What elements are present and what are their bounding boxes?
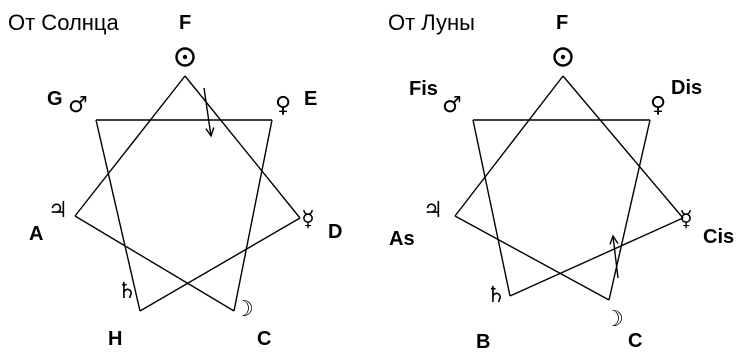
jupiter-icon: ♃	[48, 198, 68, 223]
star-line	[184, 75, 301, 219]
mars-icon: ♂	[68, 93, 88, 118]
star-line	[509, 217, 684, 297]
venus-icon: ♀	[650, 93, 666, 118]
star-line	[139, 217, 301, 312]
note-label-venus: E	[304, 88, 317, 110]
note-label-jupiter: As	[389, 228, 415, 250]
moon-icon: ☽	[604, 307, 624, 332]
star-line	[74, 75, 186, 217]
direction-arrow	[203, 87, 215, 138]
note-label-saturn: B	[476, 331, 490, 353]
diagram-moon: От Луны F ♀Dis ☿ Cis ☽C ♄ B ♃ As ♂Fis	[388, 10, 734, 353]
star-line	[472, 119, 511, 297]
note-label-jupiter: A	[29, 223, 43, 245]
star-line	[562, 75, 684, 219]
star-line	[233, 119, 273, 312]
mercury-icon: ☿	[301, 207, 315, 232]
jupiter-icon: ♃	[423, 198, 443, 223]
sun-icon	[553, 47, 573, 67]
note-label-moon: C	[628, 330, 642, 352]
diagram-title: От Луны	[388, 10, 475, 35]
venus-icon: ♀	[275, 93, 291, 118]
direction-arrow	[609, 234, 619, 279]
note-label-mercury: Cis	[703, 226, 734, 248]
diagram-title: От Солнца	[8, 10, 120, 35]
star-line	[95, 119, 141, 312]
saturn-icon: ♄	[117, 279, 137, 304]
note-label-sun: F	[179, 12, 191, 34]
star-line	[74, 215, 235, 312]
moon-icon: ☽	[234, 297, 254, 322]
note-label-venus: Dis	[671, 77, 702, 99]
note-label-mars: Fis	[409, 78, 438, 100]
note-label-mercury: D	[328, 221, 342, 243]
mercury-icon: ☿	[679, 207, 693, 232]
mars-icon: ♂	[442, 93, 462, 118]
sun-icon	[175, 47, 195, 67]
star-line	[454, 215, 610, 301]
note-label-saturn: H	[108, 328, 122, 350]
diagram-sun: От Солнца F ♀ E ☿ D ☽C ♄ H ♃A ♂G	[8, 10, 342, 350]
star-line	[454, 75, 564, 217]
note-label-moon: C	[257, 328, 271, 350]
star-line	[608, 119, 651, 301]
saturn-icon: ♄	[486, 283, 506, 308]
note-label-mars: G	[47, 88, 63, 110]
note-label-sun: F	[556, 12, 568, 34]
